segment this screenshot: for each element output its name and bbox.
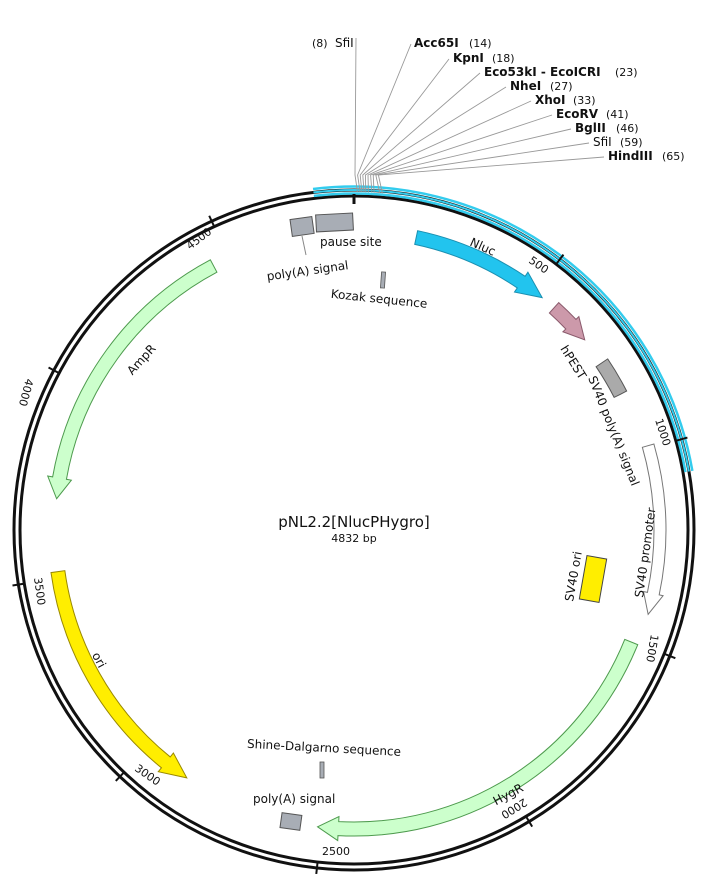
site-position: (59) bbox=[620, 136, 643, 149]
feature-sv40-ori bbox=[578, 555, 608, 603]
ampr-arrow bbox=[46, 259, 218, 500]
feature-kozak bbox=[380, 271, 386, 289]
site-position: (23) bbox=[615, 66, 638, 79]
site-position: (27) bbox=[550, 80, 573, 93]
site-connector bbox=[354, 37, 358, 193]
feature-ori bbox=[50, 570, 188, 779]
site-connector bbox=[377, 156, 605, 194]
site-connector bbox=[357, 43, 412, 193]
site-name: XhoI bbox=[535, 93, 566, 107]
site-connector bbox=[367, 100, 532, 193]
feature-sv40-polya-signal bbox=[595, 358, 628, 399]
tick-mark bbox=[674, 436, 688, 442]
highlight-arc bbox=[313, 189, 690, 472]
feature-polya-signal-bottom bbox=[279, 812, 303, 831]
site-position: (41) bbox=[606, 108, 629, 121]
site-name: KpnI bbox=[453, 51, 484, 65]
tick-mark bbox=[554, 253, 565, 266]
site-name: SfiI bbox=[335, 36, 354, 50]
site-connector bbox=[370, 114, 553, 193]
site-position: (46) bbox=[616, 122, 639, 135]
highlighted-region bbox=[312, 185, 694, 473]
sv40-polya-block bbox=[595, 358, 628, 399]
feature-ampr bbox=[46, 259, 218, 500]
highlight-arc bbox=[313, 192, 687, 473]
feature-polya-signal-top bbox=[289, 215, 315, 238]
feature-pause-site bbox=[315, 212, 354, 233]
restriction-site-lines bbox=[354, 37, 605, 194]
feature-nluc bbox=[414, 230, 544, 299]
label-shine-dalgarno: Shine-Dalgarno sequence bbox=[247, 737, 402, 759]
label-ampr: AmpR bbox=[124, 342, 158, 378]
label-hpest: hPEST bbox=[557, 343, 589, 383]
site-name: EcoRV bbox=[556, 107, 599, 121]
label-polya-top: poly(A) signal bbox=[266, 258, 349, 283]
site-position: (33) bbox=[573, 94, 596, 107]
hpest-arrow bbox=[548, 301, 586, 341]
tick-mark bbox=[115, 770, 126, 782]
site-name: BglII bbox=[575, 121, 606, 135]
label-polya-bottom: poly(A) signal bbox=[253, 792, 335, 806]
tick-label: 2500 bbox=[322, 845, 350, 858]
site-name: SfiI bbox=[593, 135, 612, 149]
polya-leader-line bbox=[301, 235, 307, 256]
site-position: (65) bbox=[662, 150, 685, 163]
site-name: Eco53kI - EcoICRI bbox=[484, 65, 601, 79]
site-name: NheI bbox=[510, 79, 541, 93]
tick-label: 4000 bbox=[16, 377, 36, 407]
site-name: HindIII bbox=[608, 149, 653, 163]
nluc-arrow bbox=[414, 230, 544, 299]
label-ori: ori bbox=[89, 650, 109, 670]
tick-mark bbox=[315, 860, 319, 875]
tick-mark bbox=[12, 582, 26, 587]
plasmid-length: 4832 bp bbox=[331, 532, 376, 545]
origin-mark bbox=[352, 194, 356, 204]
site-connector bbox=[364, 86, 507, 193]
site-connector bbox=[362, 72, 481, 193]
label-pause-site: pause site bbox=[320, 235, 382, 249]
tick-label: 3500 bbox=[31, 577, 48, 607]
site-connector bbox=[359, 58, 450, 193]
site-name: Acc65I bbox=[414, 36, 459, 50]
tick-mark bbox=[48, 366, 61, 375]
feature-hygr bbox=[316, 638, 639, 842]
tick-mark bbox=[662, 652, 676, 660]
tick-label: 1500 bbox=[643, 633, 661, 663]
sv40-promoter-arrow bbox=[641, 443, 667, 616]
tick-mark bbox=[208, 215, 216, 228]
tick-mark bbox=[524, 814, 534, 828]
feature-shine-dalgarno bbox=[319, 761, 325, 779]
site-position: (18) bbox=[492, 52, 515, 65]
restriction-sites: (8) SfiI Acc65I (14) KpnI (18) Eco53kI -… bbox=[312, 36, 685, 163]
feature-hpest bbox=[548, 301, 586, 341]
plasmid-name: pNL2.2[NlucPHygro] bbox=[278, 513, 430, 531]
label-kozak: Kozak sequence bbox=[330, 287, 428, 311]
highlight-arc bbox=[312, 185, 694, 472]
hygr-arrow bbox=[316, 638, 639, 842]
site-connector bbox=[372, 128, 572, 193]
ori-arrow bbox=[50, 570, 188, 779]
site-connector bbox=[375, 142, 590, 194]
site-position: (8) bbox=[312, 37, 328, 50]
feature-sv40-promoter bbox=[641, 443, 667, 616]
site-position: (14) bbox=[469, 37, 492, 50]
